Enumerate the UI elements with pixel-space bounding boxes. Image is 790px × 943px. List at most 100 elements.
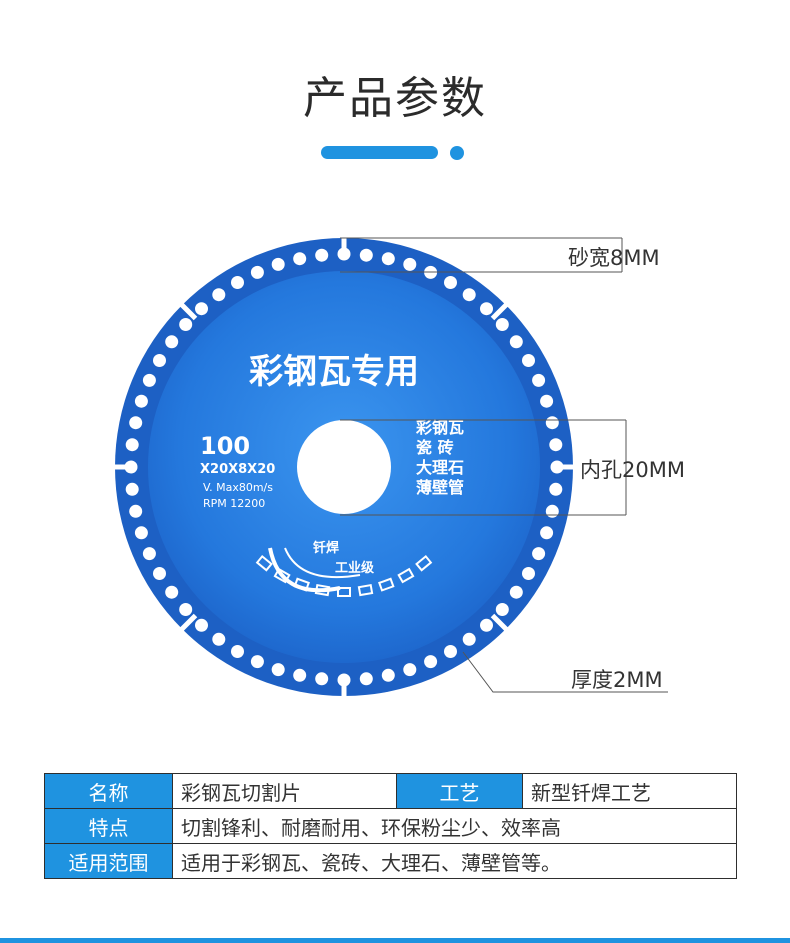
arc-decoration-box	[255, 554, 273, 572]
title-decoration-bar	[321, 146, 438, 159]
arc-decoration-box	[415, 554, 433, 572]
rim-hole	[444, 276, 457, 289]
rim-hole	[495, 603, 509, 616]
blade-arc-decoration	[255, 554, 433, 597]
blade-brand-line1: 钎焊	[312, 540, 339, 556]
blade-swoosh-logo-inner	[284, 547, 361, 579]
rim-hole	[480, 618, 493, 632]
row-label-name: 名称	[44, 773, 173, 809]
rim-hole	[293, 668, 307, 682]
rim-hole	[125, 438, 139, 452]
arc-decoration-box	[273, 567, 291, 584]
rim-hole	[125, 482, 139, 496]
callout-grit-width: 砂宽8MM	[568, 246, 660, 270]
rim-hole	[462, 632, 476, 646]
arc-decoration-box	[314, 583, 331, 597]
page-title: 产品参数	[303, 73, 487, 124]
blade-use-3: 大理石	[416, 458, 464, 477]
rim-hole	[153, 567, 166, 580]
rim-hole	[424, 655, 438, 669]
rim-slot	[178, 613, 198, 633]
table-row: 特点 切割锋利、耐磨耐用、环保粉尘少、效率高	[44, 808, 737, 844]
rim-hole	[403, 257, 417, 271]
parameter-table: 名称 彩钢瓦切割片 工艺 新型钎焊工艺 特点 切割锋利、耐磨耐用、环保粉尘少、效…	[44, 773, 737, 879]
title-decoration-dot	[450, 146, 464, 160]
rim-hole	[532, 373, 546, 387]
rim-hole	[212, 288, 226, 302]
blade-use-4: 薄壁管	[416, 478, 464, 497]
rim-hole	[165, 335, 179, 349]
rim-hole	[545, 504, 559, 518]
blade-use-2: 瓷 砖	[416, 438, 454, 457]
rim-hole	[134, 526, 148, 540]
rim-hole	[540, 394, 554, 408]
rim-hole	[545, 416, 559, 430]
row-label-features: 特点	[44, 808, 173, 844]
rim-hole	[532, 547, 546, 561]
rim-hole	[540, 526, 554, 540]
blade-center-hole	[297, 420, 391, 514]
rim-slot	[178, 301, 198, 321]
rim-hole	[315, 248, 329, 262]
arc-decoration-box	[337, 587, 351, 597]
row-label-process: 工艺	[396, 773, 523, 809]
blade-main-text: 彩钢瓦专用	[249, 352, 419, 392]
rim-hole	[195, 302, 208, 316]
blade-use-1: 彩钢瓦	[415, 418, 464, 437]
row-value-name: 彩钢瓦切割片	[172, 773, 397, 809]
rim-hole	[495, 318, 509, 331]
rim-hole	[359, 248, 373, 262]
rim-hole	[359, 672, 373, 686]
rim-hole	[195, 618, 208, 632]
row-value-process: 新型钎焊工艺	[522, 773, 737, 809]
rim-hole	[129, 504, 143, 518]
rim-hole	[381, 252, 395, 266]
row-label-applications: 适用范围	[44, 843, 173, 879]
rim-hole	[250, 655, 264, 669]
row-value-features: 切割锋利、耐磨耐用、环保粉尘少、效率高	[172, 808, 737, 844]
rim-hole	[444, 645, 457, 658]
saw-blade-image: 彩钢瓦专用 100 X20X8X20 V. Max80m/s RPM 12200…	[112, 235, 668, 699]
rim-hole	[212, 632, 226, 646]
callout-thickness: 厚度2MM	[571, 668, 663, 692]
rim-hole	[509, 335, 523, 349]
arc-decoration-box	[293, 577, 310, 592]
rim-hole	[549, 438, 563, 452]
rim-hole	[522, 567, 535, 580]
rim-hole	[403, 663, 417, 677]
arc-decoration-box	[378, 577, 395, 592]
blade-rpm-text: RPM 12200	[203, 497, 265, 510]
rim-hole	[134, 394, 148, 408]
rim-hole	[153, 354, 166, 367]
rim-hole	[250, 265, 264, 279]
bottom-accent-line	[0, 938, 790, 943]
callout-inner-hole: 内孔20MM	[580, 458, 685, 482]
rim-hole	[231, 276, 244, 289]
rim-slot	[490, 613, 510, 633]
rim-slots	[112, 235, 576, 699]
rim-hole	[142, 373, 156, 387]
arc-decoration-box	[397, 567, 415, 584]
table-row: 名称 彩钢瓦切割片 工艺 新型钎焊工艺	[44, 773, 737, 809]
rim-hole	[231, 645, 244, 658]
rim-hole	[480, 302, 493, 316]
arc-decoration-box	[357, 583, 374, 597]
rim-slot	[490, 301, 510, 321]
rim-hole	[165, 585, 179, 599]
rim-hole	[129, 416, 143, 430]
rim-hole	[381, 668, 395, 682]
rim-hole	[179, 603, 193, 616]
rim-hole	[142, 547, 156, 561]
rim-hole	[462, 288, 476, 302]
rim-hole	[509, 585, 523, 599]
blade-spec-text: X20X8X20	[200, 462, 275, 477]
table-row: 适用范围 适用于彩钢瓦、瓷砖、大理石、薄壁管等。	[44, 843, 737, 879]
rim-hole	[293, 252, 307, 266]
blade-size-text: 100	[200, 432, 250, 460]
rim-hole	[179, 318, 193, 331]
rim-hole	[271, 257, 285, 271]
blade-speed-text: V. Max80m/s	[203, 481, 273, 494]
rim-hole	[549, 482, 563, 496]
rim-hole	[522, 354, 535, 367]
callout-lines	[340, 237, 668, 693]
